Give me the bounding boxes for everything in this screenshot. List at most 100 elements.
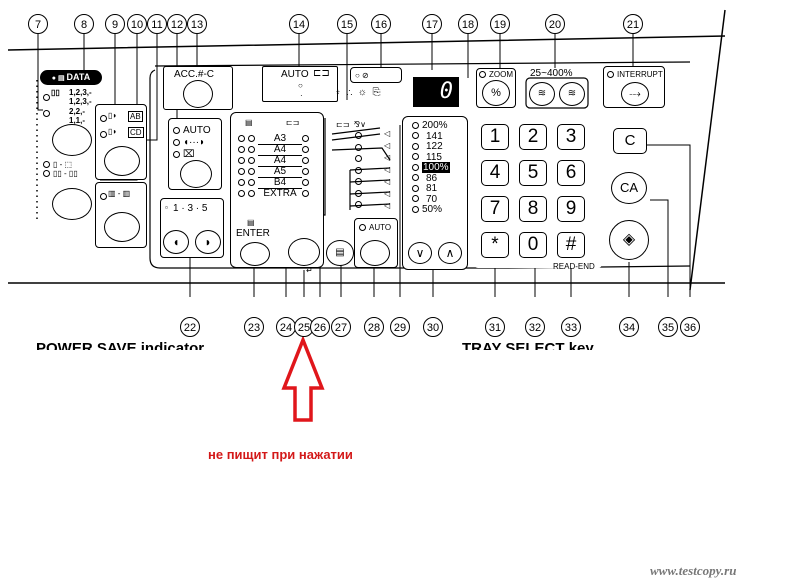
callout-32: 32: [525, 317, 545, 337]
panel-inner-edge: [149, 69, 691, 269]
tray-top-icons: ⊏⊐ ⅋∨: [336, 120, 366, 129]
zoom-ratio-label: 115: [426, 151, 442, 163]
callout-9: 9: [105, 14, 125, 34]
keypad-key-5[interactable]: 5: [519, 160, 547, 186]
red-note: не пищит при нажатии: [208, 447, 353, 462]
zoom-up-key[interactable]: ≋: [559, 82, 585, 106]
start-key[interactable]: ◈: [609, 220, 649, 260]
paper-select-key[interactable]: [288, 238, 320, 266]
zoom-ratio-row: 200%: [412, 121, 448, 131]
copy-count-display: 0: [413, 77, 459, 107]
clear-key[interactable]: C: [613, 128, 647, 154]
paper-size-row: EXTRA: [238, 188, 316, 199]
paper-size-label: A5: [258, 166, 302, 178]
clear-all-key[interactable]: CA: [611, 172, 647, 204]
callout-29: 29: [390, 317, 410, 337]
paper-size-row: A4: [238, 155, 316, 167]
keypad-key-hash[interactable]: #: [557, 232, 585, 258]
tray-arrows: ◁◁◁◁◁◁◁: [384, 129, 391, 210]
paper-size-label: A4: [258, 155, 302, 167]
zoom-down-key[interactable]: ≋: [529, 82, 555, 106]
dark-key[interactable]: ◗: [195, 230, 221, 254]
zoom-ratio-label: 200%: [422, 120, 448, 131]
keypad-key-6[interactable]: 6: [557, 160, 585, 186]
callout-11: 11: [147, 14, 167, 34]
callout-7: 7: [28, 14, 48, 34]
sort-key[interactable]: [52, 124, 92, 156]
callout-33: 33: [561, 317, 581, 337]
enter-key[interactable]: [240, 242, 270, 266]
callout-18: 18: [458, 14, 478, 34]
copy-icon: ⎘: [372, 87, 381, 98]
tray-icon-key[interactable]: ▤: [326, 240, 354, 266]
cut-text-left: POWER SAVE indicator: [36, 342, 204, 350]
callout-22: 22: [180, 317, 200, 337]
keypad-key-9[interactable]: 9: [557, 196, 585, 222]
zoom-ratio-label: 86: [426, 172, 438, 184]
enter-label: ENTER: [236, 228, 270, 239]
zoom-decrease-key[interactable]: ∨: [408, 242, 432, 264]
paper-size-row: A3: [238, 133, 316, 145]
power-indicator-box: ○ ⊘: [350, 67, 402, 83]
callout-31: 31: [485, 317, 505, 337]
keypad-key-star[interactable]: *: [481, 232, 509, 258]
keypad-key-1[interactable]: 1: [481, 124, 509, 150]
keypad-key-2[interactable]: 2: [519, 124, 547, 150]
paper-select-mark: ↵: [306, 266, 313, 275]
keypad-key-8[interactable]: 8: [519, 196, 547, 222]
callout-27: 27: [331, 317, 351, 337]
exposure-key[interactable]: [180, 160, 212, 188]
zoom-ratio-row: 50%: [412, 205, 442, 215]
watermark: www.testcopy.ru: [650, 563, 737, 578]
callout-19: 19: [490, 14, 510, 34]
zoom-ratio-row: 115: [412, 151, 442, 163]
zoom-ratio-row: 86: [412, 172, 438, 184]
read-end-label: READ-END: [553, 262, 595, 271]
sun-icon: ☼: [357, 87, 367, 98]
paper-size-label: B4: [258, 177, 302, 189]
callout-10: 10: [127, 14, 147, 34]
zoom-increase-key[interactable]: ∧: [438, 242, 462, 264]
zoom-ratio-label: 122: [426, 141, 443, 152]
percent-key[interactable]: %: [482, 80, 510, 106]
callout-14: 14: [289, 14, 309, 34]
margin-shift-key[interactable]: [104, 212, 140, 242]
combo-box: ▯◗ AB ▯◗ CD: [95, 104, 147, 180]
paper-size-row: A4: [238, 144, 316, 156]
interrupt-key[interactable]: ⤏: [621, 82, 649, 106]
keypad-key-4[interactable]: 4: [481, 160, 509, 186]
auto-paper-box: AUTO ⊏⊐ ○ ·: [262, 66, 338, 102]
paper-size-row: B4: [238, 177, 316, 189]
exposure-box: AUTO ◖···◗ ⌧: [168, 118, 222, 190]
zoom-ratio-label: 100%: [422, 162, 450, 173]
callout-35: 35: [658, 317, 678, 337]
callout-8: 8: [74, 14, 94, 34]
red-arrow: [281, 335, 325, 422]
light-key[interactable]: ◖: [163, 230, 189, 254]
two-sided-key[interactable]: [52, 188, 92, 220]
keypad-key-0[interactable]: 0: [519, 232, 547, 258]
callout-16: 16: [371, 14, 391, 34]
zoom-ratio-row: 81: [412, 184, 437, 194]
callout-15: 15: [337, 14, 357, 34]
callout-36: 36: [680, 317, 700, 337]
zoom-ratio-label: 141: [426, 130, 443, 142]
keypad-key-3[interactable]: 3: [557, 124, 585, 150]
combo-key[interactable]: [104, 146, 140, 176]
callout-24: 24: [276, 317, 296, 337]
keypad-key-7[interactable]: 7: [481, 196, 509, 222]
callout-23: 23: [244, 317, 264, 337]
enter-icon: ▤: [247, 218, 255, 227]
zoom-ratio-row: 141: [412, 130, 443, 142]
acc-key[interactable]: [183, 80, 213, 108]
callout-21: 21: [623, 14, 643, 34]
callout-28: 28: [364, 317, 384, 337]
paper-size-label: A4: [258, 144, 302, 156]
tray-select-key[interactable]: [360, 240, 390, 266]
zoom-ratio-row: 70: [412, 193, 438, 205]
callout-17: 17: [422, 14, 442, 34]
paper-size-row: A5: [238, 166, 316, 178]
zoom-ratio-label: 70: [426, 193, 438, 205]
data-label: ● ▤ DATA: [40, 70, 102, 85]
